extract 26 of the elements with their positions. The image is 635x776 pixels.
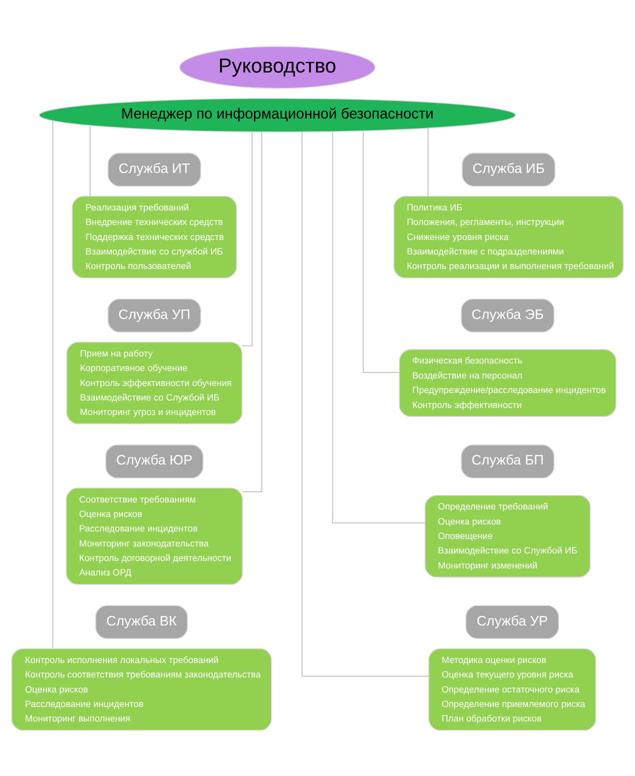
connector <box>302 130 430 676</box>
connector <box>428 127 429 196</box>
connector <box>362 130 400 372</box>
node-box: Определение требований Оценка рисков Оповещение Взаимодействие со Службой ИБ Мониторинг изменений <box>424 494 591 578</box>
node-box: Служба БП <box>460 444 554 478</box>
connector <box>242 131 253 346</box>
node-box: Служба ИТ <box>108 152 202 186</box>
node-box: Соответствие требованиям Оценка рисков Расследование инцидентов Мониторинг законодательства Контроль договорной деятельности Анализ ОРД <box>66 487 243 584</box>
node-box: Методика оценки рисков Оценка текущего уровня риска Определение остаточного риска Определение приемлемого риска План обработки рисков <box>428 648 596 730</box>
node-box: Служба УР <box>465 604 560 639</box>
node-box: Служба ИБ <box>462 152 556 186</box>
node-box: Реализация требований Внедрение технических средств Поддержка технических средств Взаимодействие со службой ИБ Контроль пользователей <box>72 195 237 278</box>
node-box: Политика ИБ Положения, регламенты, инструкции Снижение уровня риска Взаимодействие с подразделениями Контроль реализации и выполнения требований <box>393 195 624 278</box>
connector <box>52 120 54 648</box>
node-box: Физическая безопасность Воздействие на персонал Предупреждение/расследование инцидентов Контроль эффективности <box>398 348 616 416</box>
node-box: Служба ЮР <box>105 444 204 478</box>
connector <box>332 130 426 523</box>
node-box: Служба ЭБ <box>460 298 554 332</box>
node-ellipse: Менеджер по информационной безопасности <box>38 97 516 132</box>
node-box: Прием на работу Корпоративное обучение Контроль эффективности обучения Взаимодействие со Службой ИБ Мониторинг угроз и инцидентов <box>66 341 242 424</box>
connector <box>242 131 262 492</box>
connector <box>90 125 91 196</box>
node-box: Служба ВК <box>95 604 188 639</box>
node-box: Служба УП <box>108 298 202 332</box>
node-ellipse: Руководство <box>179 46 376 88</box>
node-box: Контроль исполнения локальных требований Контроль соответствия требованиям законодательства Оценка рисков Расследование инцидентов Мониторинг выполнения <box>11 648 272 730</box>
